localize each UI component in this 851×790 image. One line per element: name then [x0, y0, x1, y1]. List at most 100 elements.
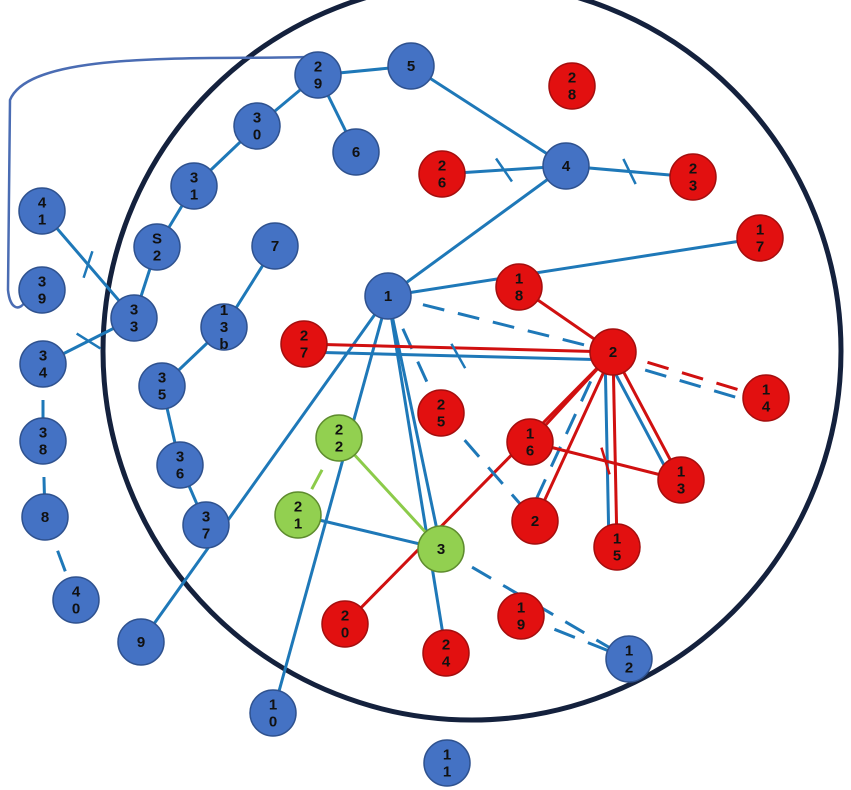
node-label: 4: [39, 365, 48, 382]
node-34: 34: [19, 340, 67, 388]
node-label: 1: [515, 271, 523, 288]
node-3: 3: [417, 525, 465, 573]
node-label: 2: [442, 637, 450, 654]
node-38: 38: [19, 417, 67, 465]
node-label: 1: [677, 464, 685, 481]
node-label: 1: [443, 747, 451, 764]
node-41: 41: [18, 187, 66, 235]
node-39: 39: [18, 266, 66, 314]
node-6: 6: [332, 128, 380, 176]
node-10: 10: [249, 689, 297, 737]
node-label: 6: [438, 175, 446, 192]
node-27: 27: [280, 320, 328, 368]
node-label: 1: [384, 288, 392, 305]
node-label: 1: [294, 516, 302, 533]
node-circle: [422, 629, 470, 677]
node-circle: [417, 525, 465, 573]
node-circle: [593, 523, 641, 571]
node-label: 2: [153, 248, 161, 265]
node-label: 2: [341, 608, 349, 625]
node-label: 3: [202, 509, 210, 526]
node-label: 1: [762, 382, 770, 399]
node-28: 28: [548, 62, 596, 110]
node-14: 14: [742, 374, 790, 422]
node-13b: 13b: [200, 302, 248, 353]
edge-2-15: [603, 352, 611, 548]
node-5: 5: [387, 42, 435, 90]
node-24: 24: [422, 629, 470, 677]
node-label: 2: [314, 59, 322, 76]
node-label: 8: [41, 509, 49, 526]
node-label: 1: [517, 600, 525, 617]
edge-21-3: [297, 513, 442, 551]
node-label: 2: [335, 439, 343, 456]
node-17: 17: [736, 214, 784, 262]
node-12: 12: [605, 635, 653, 683]
edge-25-2b: [439, 412, 537, 522]
node-26: 26: [418, 150, 466, 198]
node-label: 1: [220, 302, 228, 319]
edge-1-24: [386, 295, 448, 654]
node-circle: [657, 456, 705, 504]
node-label: 2: [689, 161, 697, 178]
node-label: 3: [39, 425, 47, 442]
node-label: 3: [220, 319, 228, 336]
node-circle: [52, 576, 100, 624]
node-circle: [133, 223, 181, 271]
node-label: 2: [609, 344, 617, 361]
node-circle: [387, 42, 435, 90]
node-label: 9: [314, 76, 322, 93]
node-22: 22: [315, 414, 363, 462]
node-label: 2: [335, 422, 343, 439]
node-circle: [251, 222, 299, 270]
nodes-layer: 1234567891011121313b14151617181920212223…: [18, 42, 790, 787]
node-circle: [669, 153, 717, 201]
node-18: 18: [495, 263, 543, 311]
node-31: 31: [170, 162, 218, 210]
node-label: 2: [438, 158, 446, 175]
node-circle: [548, 62, 596, 110]
node-circle: [495, 263, 543, 311]
node-label: 7: [756, 239, 764, 256]
node-label: 0: [72, 601, 80, 618]
node-36: 36: [156, 441, 204, 489]
node-label: b: [219, 336, 228, 353]
node-label: 4: [72, 584, 81, 601]
node-40: 40: [52, 576, 100, 624]
node-label: 3: [130, 302, 138, 319]
node-label: 3: [130, 319, 138, 336]
node-13: 13: [657, 456, 705, 504]
node-circle: [274, 491, 322, 539]
node-circle: [156, 441, 204, 489]
edge-2-13: [604, 355, 676, 485]
node-label: 5: [407, 58, 415, 75]
edge-29-39: [6, 55, 309, 309]
node-label: 4: [562, 158, 571, 175]
edge-2-2b: [533, 351, 615, 522]
node-circle: [21, 493, 69, 541]
node-2: 2: [589, 328, 637, 376]
node-label: 1: [756, 222, 764, 239]
edge-1-17: [387, 236, 761, 298]
node-29: 29: [294, 51, 342, 99]
node-label: 4: [38, 195, 47, 212]
node-label: 9: [38, 291, 46, 308]
node-label: 3: [689, 178, 697, 195]
node-circle: [110, 294, 158, 342]
node-label: 0: [341, 625, 349, 642]
node-23: 23: [669, 153, 717, 201]
node-circle: [19, 340, 67, 388]
node-19: 19: [497, 592, 545, 640]
node-9: 9: [117, 618, 165, 666]
node-label: 5: [613, 548, 621, 565]
node-circle: [321, 600, 369, 648]
node-circle: [742, 374, 790, 422]
ticks-layer: [75, 157, 637, 475]
node-label: 1: [625, 643, 633, 660]
node-circle: [589, 328, 637, 376]
node-circle: [18, 266, 66, 314]
node-circle: [497, 592, 545, 640]
node-circle: [170, 162, 218, 210]
node-8: 8: [21, 493, 69, 541]
node-circle: [506, 418, 554, 466]
